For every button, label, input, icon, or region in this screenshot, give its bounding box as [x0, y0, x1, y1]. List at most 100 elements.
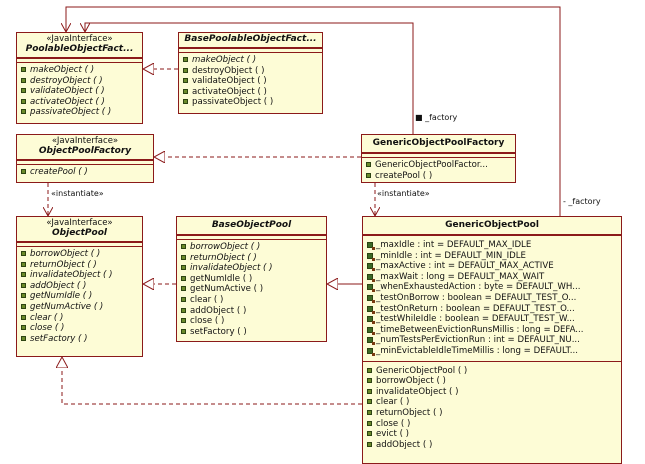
operations-section: borrowObject ( ) returnObject ( ) invali…	[177, 239, 326, 338]
operation[interactable]: addObject ( )	[181, 306, 323, 317]
operation[interactable]: passivateObject ( )	[21, 107, 139, 118]
private-attribute-icon	[367, 337, 375, 346]
stereotype: «JavaInterface»	[46, 218, 113, 228]
public-operation-icon	[21, 272, 26, 278]
operation[interactable]: getNumActive ( )	[181, 284, 323, 295]
public-operation-icon	[181, 286, 186, 292]
class-poolable-object-factory[interactable]: «JavaInterface» PoolableObjectFact... ma…	[16, 32, 143, 124]
class-name: ObjectPool	[52, 228, 107, 238]
operation[interactable]: createPool ( )	[21, 167, 150, 178]
operation[interactable]: borrowObject ( )	[181, 242, 323, 253]
class-base-poolable-object-factory[interactable]: BasePoolableObjectFact... makeObject ( )…	[178, 32, 323, 114]
attributes-section	[177, 235, 326, 239]
operation[interactable]: activateObject ( )	[21, 97, 139, 108]
public-operation-icon	[181, 254, 186, 260]
attribute[interactable]: _testOnReturn : boolean = DEFAULT_TEST_O…	[367, 304, 618, 315]
operation[interactable]: setFactory ( )	[21, 334, 139, 345]
operation[interactable]: createPool ( )	[366, 171, 512, 182]
class-name: PoolableObjectFact...	[25, 44, 134, 54]
realization-edge-generic-pool	[62, 357, 362, 405]
operation[interactable]: addObject ( )	[21, 281, 139, 292]
operation[interactable]: returnObject ( )	[367, 408, 618, 419]
operation[interactable]: getNumIdle ( )	[181, 274, 323, 285]
operation[interactable]: destroyObject ( )	[21, 76, 139, 87]
public-operation-icon	[21, 251, 26, 256]
public-operation-icon	[181, 307, 186, 313]
operation[interactable]: borrowObject ( )	[367, 376, 618, 387]
operation[interactable]: getNumIdle ( )	[21, 291, 139, 302]
attribute[interactable]: _maxIdle : int = DEFAULT_MAX_IDLE	[367, 240, 618, 251]
operation[interactable]: GenericObjectPoolFactor...	[366, 160, 512, 171]
private-attribute-icon	[367, 347, 375, 356]
operation[interactable]: activateObject ( )	[183, 87, 319, 98]
factory-association-edge-2	[66, 6, 561, 218]
public-operation-icon	[21, 335, 26, 341]
operation[interactable]: invalidateObject ( )	[21, 270, 139, 281]
operation[interactable]: getNumActive ( )	[21, 302, 139, 313]
public-operation-icon	[21, 109, 26, 115]
operation[interactable]: borrowObject ( )	[21, 249, 139, 260]
private-attribute-icon	[367, 326, 375, 335]
public-operation-icon	[21, 314, 26, 320]
operation[interactable]: clear ( )	[181, 295, 323, 306]
stereotype: «JavaInterface»	[51, 136, 119, 146]
public-operation-icon	[366, 172, 371, 178]
public-operation-icon	[367, 378, 372, 384]
class-base-object-pool[interactable]: BaseObjectPool borrowObject ( ) returnOb…	[176, 216, 327, 342]
operations-section: GenericObjectPoolFactor... createPool ( …	[362, 157, 515, 182]
factory-label-2: - _factory	[563, 197, 601, 206]
class-object-pool-factory[interactable]: «JavaInterface» ObjectPoolFactory create…	[16, 134, 154, 183]
class-name: GenericObjectPoolFactory	[372, 138, 505, 148]
operation[interactable]: returnObject ( )	[21, 260, 139, 271]
operation[interactable]: close ( )	[367, 419, 618, 430]
public-operation-icon	[21, 98, 26, 104]
operations-section: GenericObjectPool ( ) borrowObject ( ) i…	[363, 360, 621, 452]
public-operation-icon	[21, 77, 26, 83]
operation[interactable]: destroyObject ( )	[183, 66, 319, 77]
operation[interactable]: GenericObjectPool ( )	[367, 366, 618, 377]
operation[interactable]: setFactory ( )	[181, 327, 323, 338]
private-attribute-icon	[367, 316, 375, 325]
attributes-section	[17, 242, 142, 246]
attribute[interactable]: _timeBetweenEvictionRunsMillis : long = …	[367, 325, 618, 336]
attribute[interactable]: _numTestsPerEvictionRun : int = DEFAULT_…	[367, 335, 618, 346]
public-operation-icon	[367, 367, 372, 373]
operation[interactable]: invalidateObject ( )	[181, 263, 323, 274]
operation[interactable]: validateObject ( )	[183, 76, 319, 87]
operation[interactable]: invalidateObject ( )	[367, 387, 618, 398]
public-operation-icon	[183, 57, 188, 62]
attribute[interactable]: _testWhileIdle : boolean = DEFAULT_TEST_…	[367, 314, 618, 325]
attribute[interactable]: _minIdle : int = DEFAULT_MIN_IDLE	[367, 251, 618, 262]
operation[interactable]: returnObject ( )	[181, 253, 323, 264]
attributes-section	[17, 160, 153, 164]
private-attribute-icon	[367, 252, 375, 261]
attribute[interactable]: _minEvictableIdleTimeMillis : long = DEF…	[367, 346, 618, 357]
private-attribute-icon	[367, 305, 375, 314]
attributes-section: _maxIdle : int = DEFAULT_MAX_IDLE _minId…	[363, 235, 621, 361]
operation[interactable]: close ( )	[181, 316, 323, 327]
operation[interactable]: addObject ( )	[367, 440, 618, 451]
class-generic-object-pool-factory[interactable]: GenericObjectPoolFactory GenericObjectPo…	[361, 134, 516, 183]
public-operation-icon	[367, 388, 372, 394]
class-object-pool[interactable]: «JavaInterface» ObjectPool borrowObject …	[16, 216, 143, 357]
class-generic-object-pool[interactable]: GenericObjectPool _maxIdle : int = DEFAU…	[362, 216, 622, 464]
attribute[interactable]: _maxWait : long = DEFAULT_MAX_WAIT	[367, 272, 618, 283]
attribute[interactable]: _testOnBorrow : boolean = DEFAULT_TEST_O…	[367, 293, 618, 304]
attribute[interactable]: _maxActive : int = DEFAULT_MAX_ACTIVE	[367, 261, 618, 272]
private-attribute-icon	[367, 294, 375, 303]
private-attribute-icon	[367, 263, 375, 272]
operation[interactable]: clear ( )	[21, 313, 139, 324]
public-operation-icon	[183, 99, 188, 105]
public-operation-icon	[183, 78, 188, 84]
attribute[interactable]: _whenExhaustedAction : byte = DEFAULT_WH…	[367, 282, 618, 293]
public-operation-icon	[21, 67, 26, 72]
operation[interactable]: evict ( )	[367, 429, 618, 440]
operation[interactable]: clear ( )	[367, 397, 618, 408]
public-operation-icon	[367, 441, 372, 447]
operation[interactable]: validateObject ( )	[21, 86, 139, 97]
operation[interactable]: close ( )	[21, 323, 139, 334]
public-operation-icon	[181, 318, 186, 324]
operation[interactable]: makeObject ( )	[183, 55, 319, 66]
operation[interactable]: passivateObject ( )	[183, 97, 319, 108]
operation[interactable]: makeObject ( )	[21, 65, 139, 76]
